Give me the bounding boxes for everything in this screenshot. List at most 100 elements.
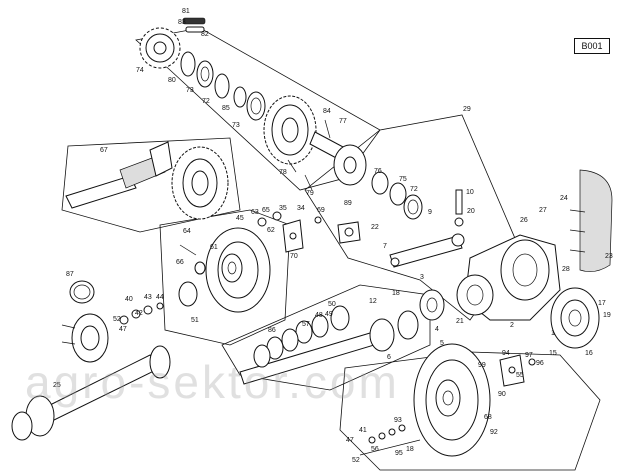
chain-links-81 — [182, 17, 206, 33]
part-label-15: 15 — [549, 350, 557, 357]
part-label-70: 70 — [290, 253, 298, 260]
part-label-12: 12 — [369, 298, 377, 305]
bevel-gear-73 — [263, 95, 317, 165]
part-label-80: 80 — [168, 77, 176, 84]
part-label-5: 5 — [440, 340, 444, 347]
part-label-44: 44 — [156, 294, 164, 301]
flange-ring-21-3 — [419, 289, 445, 321]
part-label-45: 45 — [236, 215, 244, 222]
part-label-35: 35 — [279, 205, 287, 212]
hub-group-frame — [159, 209, 291, 346]
part-label-56: 56 — [371, 446, 379, 453]
part-label-78: 78 — [279, 169, 287, 176]
wheel-group-frame — [339, 351, 601, 471]
part-label-86: 86 — [268, 327, 276, 334]
part-label-3: 3 — [420, 274, 424, 281]
crown-gear-67 — [65, 141, 229, 220]
part-label-83: 83 — [178, 19, 186, 26]
hub-flange-86 — [61, 313, 109, 363]
part-label-95: 95 — [395, 450, 403, 457]
sprocket-74 — [139, 27, 181, 69]
part-label-79: 79 — [306, 190, 314, 197]
cover-23 — [569, 169, 613, 272]
part-label-87: 87 — [66, 271, 74, 278]
part-label-41: 41 — [359, 427, 367, 434]
part-label-57: 57 — [302, 321, 310, 328]
part-label-94: 94 — [502, 350, 510, 357]
wheel-68 — [413, 343, 491, 457]
part-label-68: 68 — [484, 414, 492, 421]
part-label-67: 67 — [100, 147, 108, 154]
pto-shaft — [11, 345, 171, 441]
part-label-34: 34 — [297, 205, 305, 212]
small-parts-40-44 — [119, 302, 164, 325]
part-label-42: 42 — [135, 310, 143, 317]
part-label-48: 48 — [315, 312, 323, 319]
part-label-77: 77 — [339, 118, 347, 125]
part-label-51: 51 — [191, 317, 199, 324]
part-label-72-b: 72 — [410, 186, 418, 193]
part-label-16: 16 — [585, 350, 593, 357]
part-label-28: 28 — [562, 266, 570, 273]
part-label-63: 63 — [251, 209, 259, 216]
part-label-19: 19 — [603, 312, 611, 319]
part-label-73-b: 73 — [232, 122, 240, 129]
part-label-55: 55 — [516, 372, 524, 379]
part-label-62: 62 — [267, 227, 275, 234]
part-label-49: 49 — [325, 311, 333, 318]
part-label-9: 9 — [428, 209, 432, 216]
part-label-97: 97 — [525, 352, 533, 359]
part-label-76: 76 — [374, 168, 382, 175]
part-label-4: 4 — [435, 326, 439, 333]
part-label-25: 25 — [53, 382, 61, 389]
part-label-18: 18 — [392, 290, 400, 297]
part-label-26: 26 — [520, 217, 528, 224]
crown-gear-inset-frame — [61, 137, 241, 233]
part-labels: 81 83 82 74 80 73 72 85 73 29 84 77 67 7… — [53, 8, 613, 464]
part-label-84: 84 — [323, 108, 331, 115]
part-label-29: 29 — [463, 106, 471, 113]
part-label-81: 81 — [182, 8, 190, 15]
part-label-1: 1 — [551, 330, 555, 337]
part-label-93: 93 — [394, 417, 402, 424]
bearing-flange-1 — [550, 287, 600, 349]
part-label-64: 64 — [183, 228, 191, 235]
part-label-66: 66 — [176, 259, 184, 266]
part-label-20: 20 — [467, 208, 475, 215]
ring-87 — [69, 280, 95, 304]
part-label-47: 47 — [119, 326, 127, 333]
bracket-61-62 — [257, 211, 322, 253]
bearing-rings-row — [180, 51, 266, 121]
gear-housing-2 — [456, 234, 561, 321]
pins-79-84 — [287, 119, 331, 191]
part-label-6: 6 — [387, 354, 391, 361]
part-label-90: 90 — [498, 391, 506, 398]
part-label-75: 75 — [399, 176, 407, 183]
part-label-22: 22 — [371, 224, 379, 231]
lever-7 — [389, 233, 465, 268]
part-label-52: 52 — [113, 316, 121, 323]
watermark-text: agro-sektor.com — [25, 356, 400, 408]
part-label-7: 7 — [383, 243, 387, 250]
bolt-10 — [454, 189, 464, 227]
part-label-73: 73 — [186, 87, 194, 94]
part-label-85: 85 — [222, 105, 230, 112]
shaft-assembly — [239, 305, 419, 385]
part-label-92: 92 — [490, 429, 498, 436]
part-label-72: 72 — [202, 98, 210, 105]
part-label-89: 89 — [344, 200, 352, 207]
part-label-99: 99 — [478, 362, 486, 369]
part-label-96: 96 — [536, 360, 544, 367]
bracket-89 — [337, 221, 361, 244]
part-label-82: 82 — [201, 31, 209, 38]
housing-group-frame — [304, 114, 521, 321]
hub-45 — [178, 227, 271, 313]
part-label-21: 21 — [456, 318, 464, 325]
part-label-2: 2 — [510, 322, 514, 329]
part-label-74: 74 — [136, 67, 144, 74]
part-label-23: 23 — [605, 253, 613, 260]
part-label-50: 50 — [328, 301, 336, 308]
bracket-94-97 — [499, 354, 536, 387]
part-label-27: 27 — [539, 207, 547, 214]
